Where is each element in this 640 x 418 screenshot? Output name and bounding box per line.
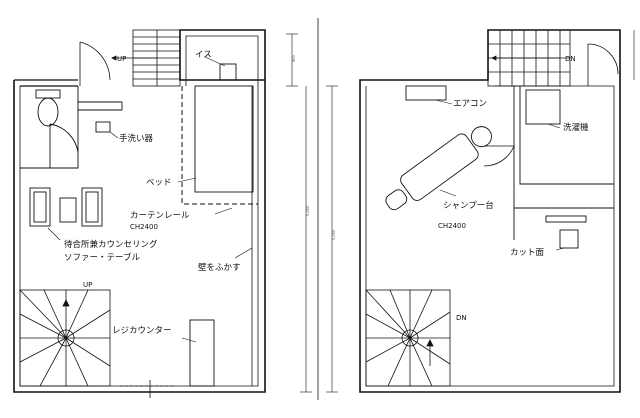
bed-label: ベッド [146,178,172,188]
washer-label: 洗濯機 [563,122,589,133]
left-up-upper-label: UP [117,55,126,63]
left-top-dimension: 900 [292,55,296,62]
toilet-room [20,86,123,169]
wall-finish-label: 壁をふかす [198,262,241,273]
left-ceiling-height-label: CH2400 [130,223,158,231]
hand-sink [95,121,111,133]
waiting-area-label: 待合所兼カウンセリング [64,239,158,250]
upper-stair [111,29,181,87]
curtain-rail-label: カーテンレール [130,211,190,221]
chair [219,63,237,81]
right-spiral-stair [365,289,451,387]
shampoo-unit-label: シャンプー台 [443,200,494,211]
right-floor-plan [326,29,635,393]
cut-station [545,215,587,249]
right-dn-lower-label: DN [456,314,467,322]
register-counter [189,319,215,387]
sink-label: 手洗い器 [119,133,154,144]
lower-spiral-stair [19,289,111,387]
left-floor-plan [13,18,319,400]
cut-mirror-label: カット面 [510,248,545,258]
aircon-label: エアコン [453,99,487,109]
sofa-table-label: ソファー・テーブル [64,252,140,263]
aircon [405,85,447,101]
register-counter-label: レジカウンター [112,326,172,336]
right-upper-stair [487,29,619,87]
washer [525,89,561,125]
right-dn-upper-label: DN [565,55,576,63]
shampoo-unit [385,126,492,211]
curtain-rail [181,86,258,205]
bed [194,85,254,193]
right-ceiling-height-label: CH2400 [438,222,466,230]
left-main-dimension: 5,000 [306,206,310,216]
left-up-lower-label: UP [83,281,92,289]
right-main-dimension: 5,000 [332,230,336,240]
entry-door [79,41,111,86]
sofa-table [29,187,103,227]
chair-label: イス [195,50,212,60]
